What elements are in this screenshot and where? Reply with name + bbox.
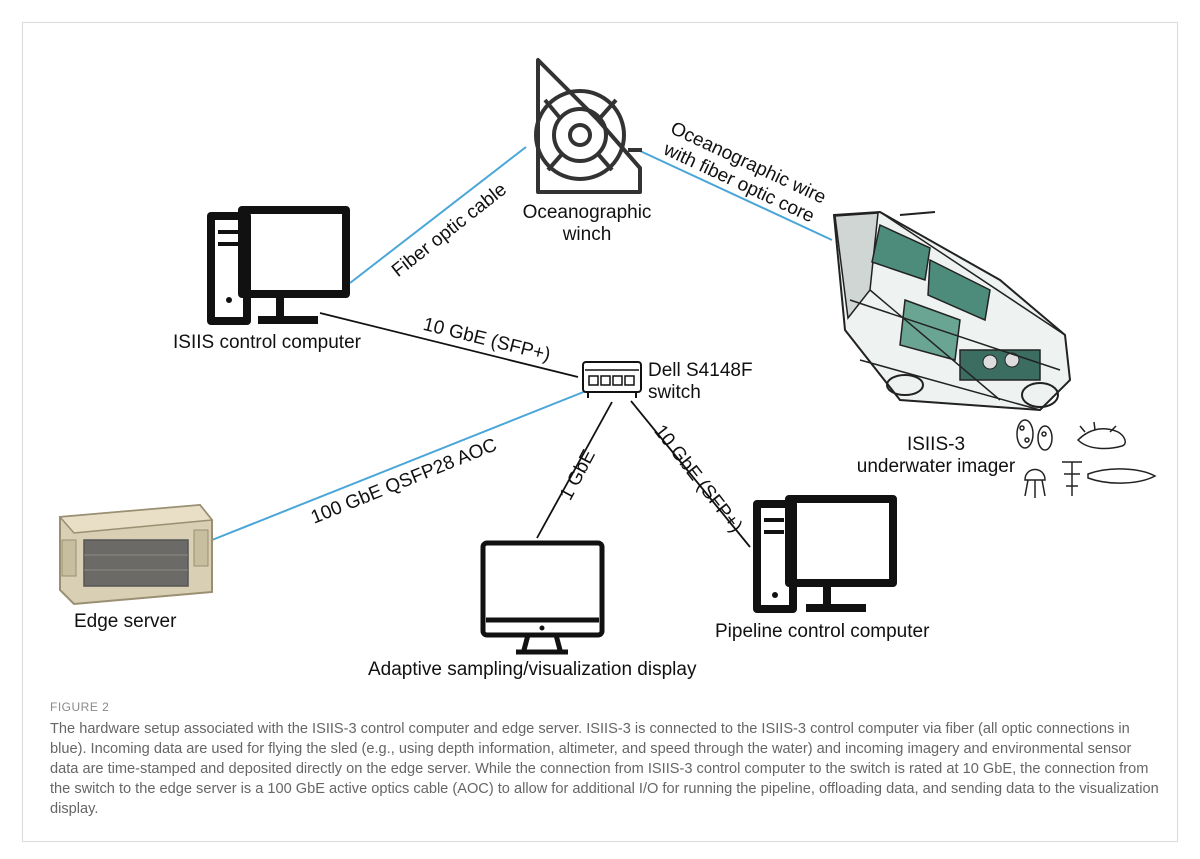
display-monitor-icon bbox=[480, 540, 605, 655]
figure-label: FIGURE 2 bbox=[50, 700, 110, 714]
switch-label: Dell S4148F switch bbox=[648, 360, 753, 403]
edge-server-image bbox=[58, 503, 214, 606]
figure-caption: The hardware setup associated with the I… bbox=[50, 721, 1159, 817]
imager-label: ISIIS-3 underwater imager bbox=[856, 434, 1016, 477]
pipeline-computer-icon bbox=[753, 495, 897, 613]
switch-display-line bbox=[536, 401, 613, 539]
control-computer-label: ISIIS control computer bbox=[173, 332, 361, 353]
ctrl-switch-line bbox=[319, 312, 579, 378]
winch-label: Oceanographic winch bbox=[522, 202, 652, 245]
switch-edge-line bbox=[211, 390, 587, 541]
edge-server-label: Edge server bbox=[74, 611, 177, 632]
imager-sled-image bbox=[832, 210, 1072, 412]
pipeline-computer-label: Pipeline control computer bbox=[715, 621, 930, 642]
fiber-optic-line bbox=[349, 146, 527, 284]
ocean-wire-line bbox=[637, 149, 833, 241]
switch-pipeline-line bbox=[630, 400, 751, 548]
plankton-icon bbox=[1016, 419, 1157, 498]
switch-icon bbox=[582, 361, 642, 398]
display-label: Adaptive sampling/visualization display bbox=[368, 659, 697, 680]
winch-icon bbox=[534, 58, 642, 194]
control-computer-icon bbox=[207, 206, 350, 325]
